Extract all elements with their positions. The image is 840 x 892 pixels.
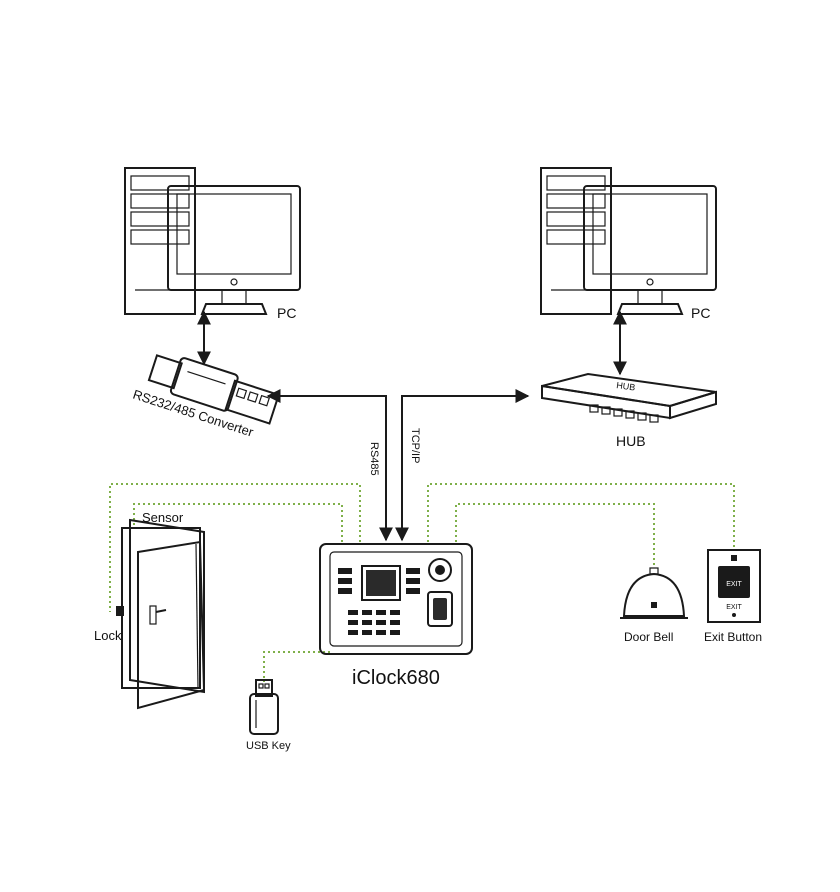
hub: HUB HUB (541, 372, 717, 449)
bell-icon (620, 567, 688, 619)
hub-badge: HUB (616, 380, 636, 393)
iclock680-device: iClock680 (319, 543, 473, 689)
exit-button: EXIT EXIT Exit Button (704, 549, 762, 644)
hub-icon (541, 372, 717, 423)
door-bell-label: Door Bell (624, 630, 673, 644)
pc-right: PC (540, 167, 717, 321)
monitor-icon (167, 185, 301, 315)
pc-tower-icon (124, 167, 196, 315)
rs485-label: RS485 (368, 442, 380, 476)
hub-label: HUB (616, 433, 646, 449)
usb-key: USB Key (246, 679, 291, 752)
pc-right-label: PC (691, 305, 710, 321)
pc-tower-icon (540, 167, 612, 315)
tcpip-label: TCP/IP (409, 428, 421, 463)
terminal-icon (319, 543, 473, 655)
network-connections: RS485 TCP/IP (197, 310, 627, 542)
usb-key-icon (249, 679, 279, 735)
device-label: iClock680 (352, 667, 440, 689)
pc-left-label: PC (277, 305, 296, 321)
pc-left: PC (124, 167, 301, 321)
lock-label: Lock (94, 628, 122, 643)
exit-button-label: Exit Button (704, 630, 762, 644)
peripheral-wiring (109, 483, 735, 682)
converter: RS232/485 Converter (131, 354, 280, 440)
svg-text:EXIT: EXIT (726, 604, 742, 611)
usb-key-label: USB Key (246, 740, 291, 752)
svg-text:EXIT: EXIT (726, 581, 742, 588)
monitor-icon (583, 185, 717, 315)
door: Sensor Lock (94, 510, 206, 710)
door-icon (116, 518, 206, 710)
exit-button-icon: EXIT EXIT (707, 549, 761, 623)
door-bell: Door Bell (620, 567, 688, 644)
sensor-label: Sensor (142, 510, 184, 525)
